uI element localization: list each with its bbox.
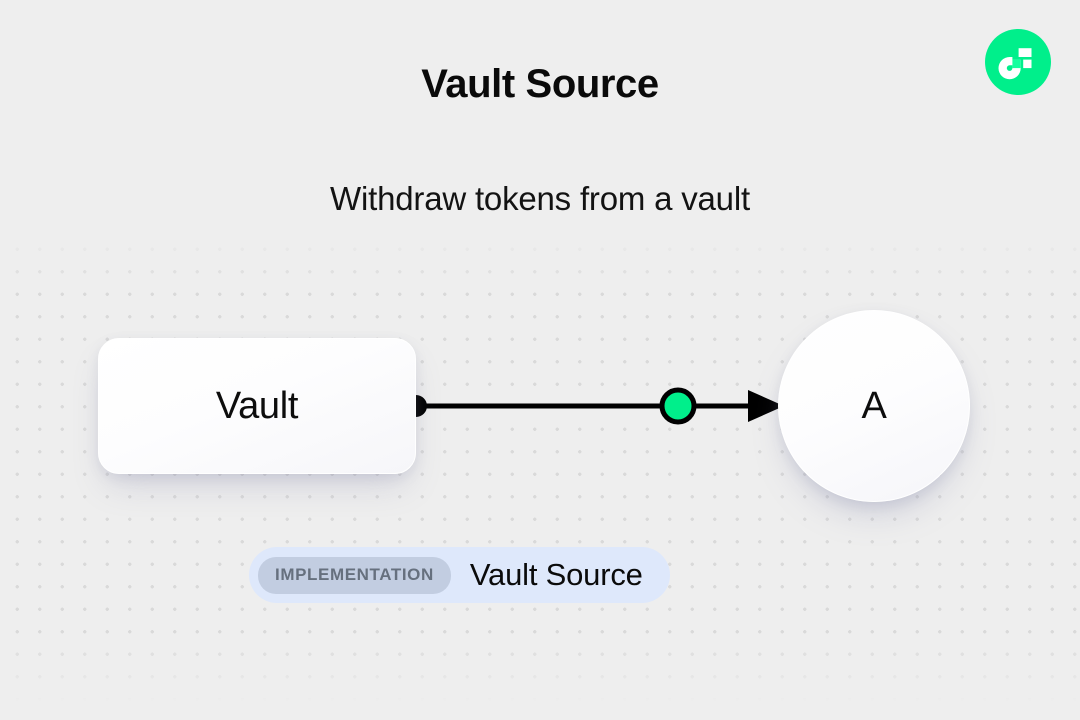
implementation-badge[interactable]: IMPLEMENTATION Vault Source bbox=[249, 547, 670, 603]
node-vault[interactable]: Vault bbox=[98, 338, 416, 474]
page-subtitle: Withdraw tokens from a vault bbox=[330, 180, 750, 217]
edge-arrowhead-icon bbox=[748, 390, 784, 422]
edge-midpoint-handle[interactable] bbox=[659, 387, 697, 425]
page-title: Vault Source bbox=[421, 62, 659, 106]
implementation-name-label: Vault Source bbox=[469, 557, 643, 592]
implementation-kind-chip: IMPLEMENTATION bbox=[258, 556, 451, 594]
flow-logo-icon bbox=[985, 29, 1051, 95]
node-a[interactable]: A bbox=[778, 310, 970, 502]
node-a-label: A bbox=[861, 384, 887, 427]
node-vault-label: Vault bbox=[215, 384, 299, 427]
